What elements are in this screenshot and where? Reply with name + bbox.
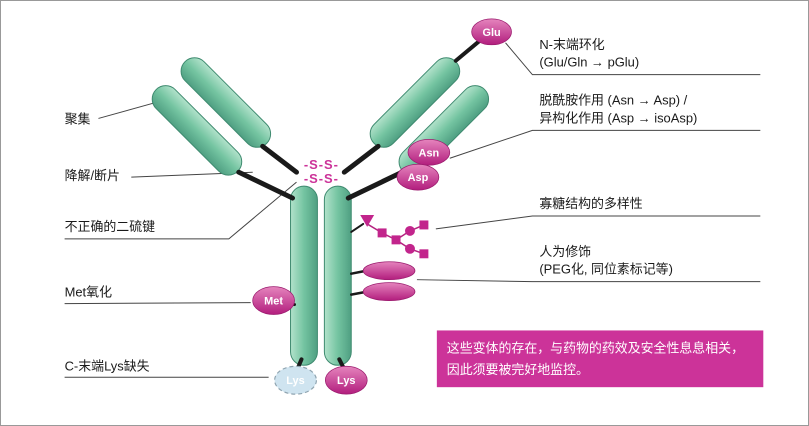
note-line-2: 因此须要被完好地监控。 xyxy=(447,362,589,377)
glycan-square xyxy=(419,249,429,259)
note-box: 这些变体的存在，与药物的药效及安全性息息相关， 因此须要被完好地监控。 xyxy=(436,330,764,388)
fc-stem-left-chain xyxy=(290,185,318,366)
label-c-terminal-lys-loss: C-末端Lys缺失 xyxy=(65,358,150,373)
hinge-link xyxy=(341,143,381,175)
glycan-square xyxy=(391,235,401,245)
glycan-structure xyxy=(360,214,429,259)
antibody-structure xyxy=(151,57,490,366)
residue-glu: Glu xyxy=(471,18,512,46)
label-met-oxidation: Met氧化 xyxy=(65,285,112,300)
met-oxidation-callout-line xyxy=(64,302,251,305)
label-deamidation-line1: 脱酰胺作用 (Asn → Asp) / xyxy=(539,93,687,108)
disulfide-callout-line xyxy=(64,181,297,240)
residue-lys-absent: Lys xyxy=(274,365,318,395)
artificial-mod-callout-line xyxy=(416,279,761,283)
glycan-link xyxy=(350,222,365,233)
lys-absent-label: Lys xyxy=(286,375,304,387)
asn-oval xyxy=(407,138,451,166)
residue-asn: Asn xyxy=(407,138,451,166)
deamidation-callout-line xyxy=(449,129,761,159)
lys-present-label: Lys xyxy=(337,375,355,387)
hinge-links xyxy=(236,143,405,201)
glycan-circle xyxy=(404,225,415,236)
glu-label: Glu xyxy=(482,27,500,39)
glycan-square xyxy=(377,228,387,238)
asp-label: Asp xyxy=(408,172,429,184)
peg-oval xyxy=(362,261,416,281)
asn-label: Asn xyxy=(419,147,440,159)
lys-absent-oval xyxy=(274,365,318,395)
label-incorrect-disulfide: 不正确的二硫键 xyxy=(65,219,156,234)
residue-met: Met xyxy=(252,286,295,315)
right-labels: N-末端环化 (Glu/Gln → pGlu) 脱酰胺作用 (Asn → Asp… xyxy=(539,37,697,277)
glycan-square xyxy=(419,220,429,230)
label-artificial-modification-line2: (PEG化, 同位素标记等) xyxy=(539,262,673,277)
fc-stem-right-chain xyxy=(323,185,352,366)
hinge-link xyxy=(260,143,299,175)
label-artificial-modification-line1: 人为修饰 xyxy=(539,244,591,259)
glu-link xyxy=(453,38,482,63)
met-oval xyxy=(252,286,295,315)
residue-lys-present: Lys xyxy=(325,365,368,395)
glu-oval xyxy=(471,18,512,46)
met-label: Met xyxy=(264,296,283,308)
label-glycan-diversity: 寡糖结构的多样性 xyxy=(539,196,642,211)
label-deamidation-line2: 异构化作用 (Asp → isoAsp) xyxy=(539,110,697,125)
glycan-circle xyxy=(404,243,415,254)
disulfide-bond-row-1: -S-S- xyxy=(304,157,339,172)
note-line-1: 这些变体的存在，与药物的药效及安全性息息相关， xyxy=(447,340,744,355)
peg-oval xyxy=(362,282,416,301)
glycan-units xyxy=(360,214,429,259)
disulfide-bond-row-2: -S-S- xyxy=(304,171,339,186)
glycan-triangle xyxy=(360,214,375,227)
residue-asp: Asp xyxy=(396,163,440,191)
left-labels: 聚集 降解/断片 不正确的二硫键 Met氧化 C-末端Lys缺失 xyxy=(65,111,156,373)
label-n-terminal-cyclization-line2: (Glu/Gln → pGlu) xyxy=(539,55,639,70)
label-aggregation: 聚集 xyxy=(65,111,91,126)
label-n-terminal-cyclization-line1: N-末端环化 xyxy=(539,37,604,52)
label-degradation-fragmentation: 降解/断片 xyxy=(65,168,120,183)
n-term-callout-line xyxy=(505,42,761,76)
lys-present-oval xyxy=(325,365,368,395)
note-box-background xyxy=(436,330,764,388)
hinge-link xyxy=(236,169,296,201)
glycan-callout-line xyxy=(435,215,761,230)
hinge-link xyxy=(345,169,405,201)
fab-arm-left-outer-chain xyxy=(180,57,272,148)
asp-oval xyxy=(396,163,440,191)
callout-lines xyxy=(64,42,761,378)
